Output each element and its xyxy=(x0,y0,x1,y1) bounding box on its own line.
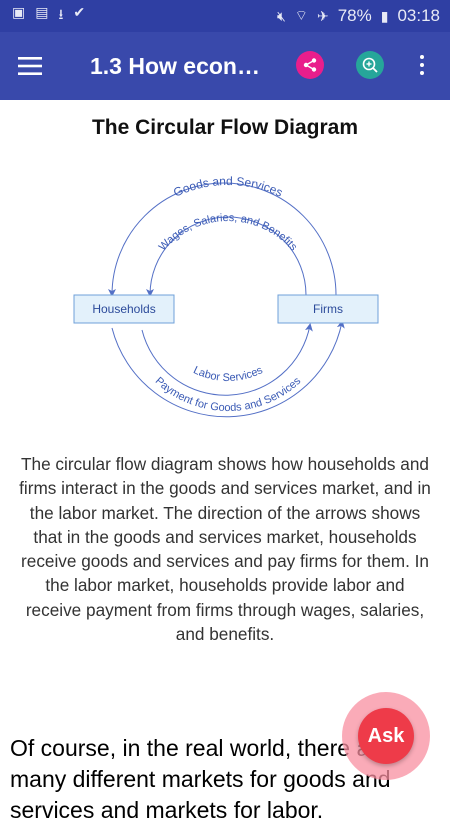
status-bar: ▣ ▤ ⭳ ✔ 🔇︎ ⌔ ✈ 78% ▮ 03:18 xyxy=(0,0,450,32)
more-vert-icon xyxy=(420,63,424,67)
payment-flow-arrow xyxy=(111,320,345,418)
zoom-button[interactable] xyxy=(356,51,384,79)
firms-label: Firms xyxy=(313,302,343,316)
hamburger-icon xyxy=(18,57,42,75)
more-vert-icon xyxy=(420,71,424,75)
outer-top-label: Goods and Services xyxy=(171,174,285,200)
clock: 03:18 xyxy=(397,6,440,25)
inner-top-label: Wages, Salaries, and Benefits xyxy=(157,212,300,254)
image-icon: ▤ xyxy=(35,4,49,20)
share-button[interactable] xyxy=(296,51,324,79)
airplane-icon: ✈ xyxy=(316,7,329,24)
goods-flow-arrow xyxy=(108,182,337,297)
households-box: Households xyxy=(73,294,175,324)
labor-flow-arrow xyxy=(141,323,313,396)
wages-flow-arrow xyxy=(146,216,307,297)
circular-flow-diagram: Goods and Services Wages, Salaries, and … xyxy=(73,174,379,418)
battery-icon: ▮ xyxy=(380,7,389,24)
households-label: Households xyxy=(92,302,155,316)
inner-bottom-label: Labor Services xyxy=(191,364,265,384)
notification-icons: ▣ ▤ ⭳ ✔ xyxy=(12,4,85,28)
firms-box: Firms xyxy=(277,294,379,324)
battery-percent: 78% xyxy=(337,6,372,25)
menu-button[interactable] xyxy=(0,32,60,100)
app-bar: 1.3 How econ… xyxy=(0,32,450,100)
ask-button-label: Ask xyxy=(358,708,414,764)
more-vert-icon xyxy=(420,55,424,59)
zoom-in-icon xyxy=(362,57,378,73)
share-icon xyxy=(303,58,317,72)
diagram-title: The Circular Flow Diagram xyxy=(91,116,359,139)
mute-icon: 🔇︎ xyxy=(276,7,286,24)
download-icon: ⭳ xyxy=(58,6,64,22)
app-icon: ✔ xyxy=(73,4,86,20)
gallery-icon: ▣ xyxy=(12,4,26,20)
wifi-icon: ⌔ xyxy=(294,7,308,23)
ask-button[interactable]: Ask xyxy=(342,692,430,780)
more-button[interactable] xyxy=(412,48,432,82)
page-title: 1.3 How econ… xyxy=(90,52,260,79)
diagram-description: The circular flow diagram shows how hous… xyxy=(19,454,431,645)
article-content: The Circular Flow Diagram Goods and Serv… xyxy=(0,100,450,823)
